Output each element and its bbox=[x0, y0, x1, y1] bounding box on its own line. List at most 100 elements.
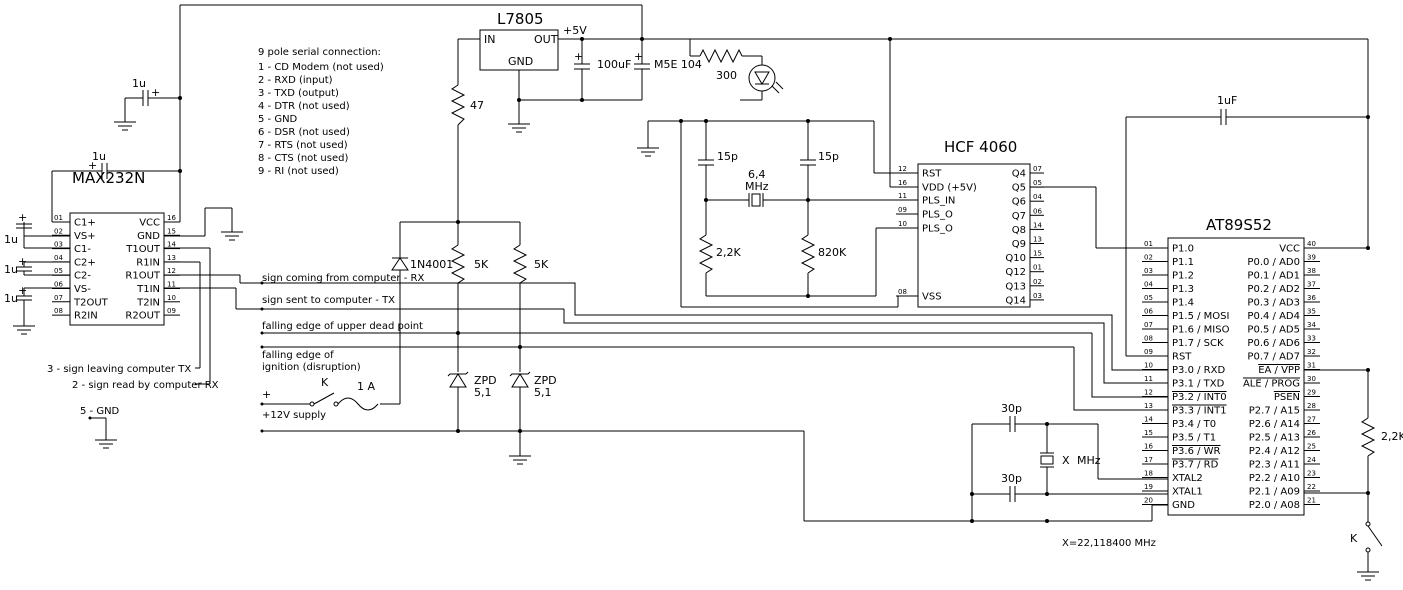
supply-plus: + bbox=[262, 388, 271, 401]
pin-number: 10 bbox=[167, 294, 176, 302]
resistor-2-2k-a: 2,2K bbox=[698, 234, 741, 296]
pin-name: PLS_O bbox=[922, 210, 953, 221]
note-upper-dead: falling edge of upper dead point bbox=[262, 321, 423, 332]
pin-number: 08 bbox=[1144, 335, 1153, 343]
pin-number: 15 bbox=[1144, 429, 1153, 437]
pin-number: 18 bbox=[1144, 470, 1153, 478]
pin-number: 19 bbox=[1144, 483, 1153, 491]
pin-name: RST bbox=[1172, 352, 1192, 363]
pin-name: P0.6 / AD6 bbox=[1247, 338, 1300, 349]
pin-name: P2.2 / A10 bbox=[1249, 473, 1300, 484]
switch-k2-label: K bbox=[1350, 532, 1358, 545]
pin-name: VCC bbox=[139, 218, 160, 229]
res-300-label: 300 bbox=[716, 69, 737, 82]
cap-1u-c-label: 1u bbox=[4, 292, 18, 305]
pin-number: 12 bbox=[167, 267, 176, 275]
note-gnd5: 5 - GND bbox=[80, 406, 120, 417]
pin-name: VCC bbox=[1279, 244, 1300, 255]
note-read-rx: 2 - sign read by computer RX bbox=[72, 380, 219, 391]
pin-number: 09 bbox=[167, 307, 176, 315]
resistor-5k-a: 5K bbox=[450, 222, 489, 372]
switch-k2: K bbox=[1350, 521, 1383, 581]
pin-name: P1.4 bbox=[1172, 298, 1194, 309]
res-22k-a-label: 2,2K bbox=[716, 246, 741, 259]
pin-number: 09 bbox=[898, 206, 907, 214]
pin-name: P3.6 / WR bbox=[1172, 446, 1221, 457]
pin-number: 01 bbox=[54, 214, 63, 222]
pin-number: 03 bbox=[1144, 267, 1153, 275]
pin-number: 16 bbox=[1144, 443, 1153, 451]
pin-number: 10 bbox=[1144, 362, 1153, 370]
cap-1u-a-label: 1u bbox=[4, 233, 18, 246]
pin-name: P2.1 / A09 bbox=[1249, 487, 1300, 498]
pin-number: 03 bbox=[54, 241, 63, 249]
diode-1n4001: 1N4001 bbox=[380, 222, 453, 405]
pin-name: P3.1 / TXD bbox=[1172, 379, 1225, 390]
pin-name: P2.5 / A13 bbox=[1249, 433, 1300, 444]
pin-number: 13 bbox=[1144, 402, 1153, 410]
pin-number: 15 bbox=[167, 227, 176, 235]
pin-name: P3.7 / RD bbox=[1172, 460, 1219, 471]
pin-name: ALE / PROG bbox=[1243, 379, 1300, 390]
pin-name: P0.3 / AD3 bbox=[1247, 298, 1300, 309]
pin-name: VS+ bbox=[74, 231, 96, 242]
pin-name: XTAL2 bbox=[1172, 473, 1203, 484]
pin-name: P3.4 / T0 bbox=[1172, 419, 1216, 430]
pin-number: 05 bbox=[54, 267, 63, 275]
note-sig-to-pc: sign sent to computer - TX bbox=[262, 295, 395, 306]
pin-name: Q6 bbox=[1012, 197, 1026, 208]
serial-title: 9 pole serial connection: bbox=[258, 47, 381, 58]
svg-text:+: + bbox=[574, 50, 583, 63]
pin-number: 30 bbox=[1307, 375, 1316, 383]
pin-name: P2.3 / A11 bbox=[1249, 460, 1300, 471]
pin-name: C1+ bbox=[74, 218, 96, 229]
pin-number: 35 bbox=[1307, 308, 1316, 316]
capacitor-1u-mid: 1u + bbox=[51, 150, 180, 222]
cap-1u-mid-label: 1u bbox=[92, 150, 106, 163]
switch-k-label: K bbox=[321, 376, 329, 389]
pin-name: R1OUT bbox=[125, 271, 161, 282]
zener-b-label-1: ZPD bbox=[534, 374, 557, 387]
pin-name: Q4 bbox=[1012, 169, 1026, 180]
pin-name: GND bbox=[1172, 500, 1195, 511]
pin-number: 13 bbox=[167, 254, 176, 262]
pin-name: P2.0 / A08 bbox=[1249, 500, 1300, 511]
xtal-mhz-label: MHz bbox=[1077, 454, 1101, 467]
res-5k-a-label: 5K bbox=[474, 258, 489, 271]
pin-name: Q10 bbox=[1005, 253, 1026, 264]
pin-number: 33 bbox=[1307, 335, 1316, 343]
pin-name: T1OUT bbox=[125, 244, 161, 255]
pin-name: Q12 bbox=[1005, 267, 1026, 278]
cap-30p-a-label: 30p bbox=[1001, 402, 1022, 415]
pin-number: 01 bbox=[1144, 240, 1153, 248]
crystal-6-4mhz: 6,4 MHz bbox=[704, 168, 918, 207]
zener-b: ZPD 5,1 bbox=[508, 371, 557, 465]
pin-number: 11 bbox=[1144, 375, 1153, 383]
pin-number: 27 bbox=[1307, 416, 1316, 424]
capacitor-1uf-rst: 1uF bbox=[1125, 94, 1368, 357]
pin-number: 36 bbox=[1307, 294, 1316, 302]
resistor-820k: 820K bbox=[800, 234, 847, 296]
fuse-label: 1 A bbox=[357, 380, 375, 393]
pin-number: 02 bbox=[1144, 254, 1153, 262]
cap-m5e-label: M5E 104 bbox=[654, 58, 702, 71]
diode-label: 1N4001 bbox=[410, 258, 453, 271]
